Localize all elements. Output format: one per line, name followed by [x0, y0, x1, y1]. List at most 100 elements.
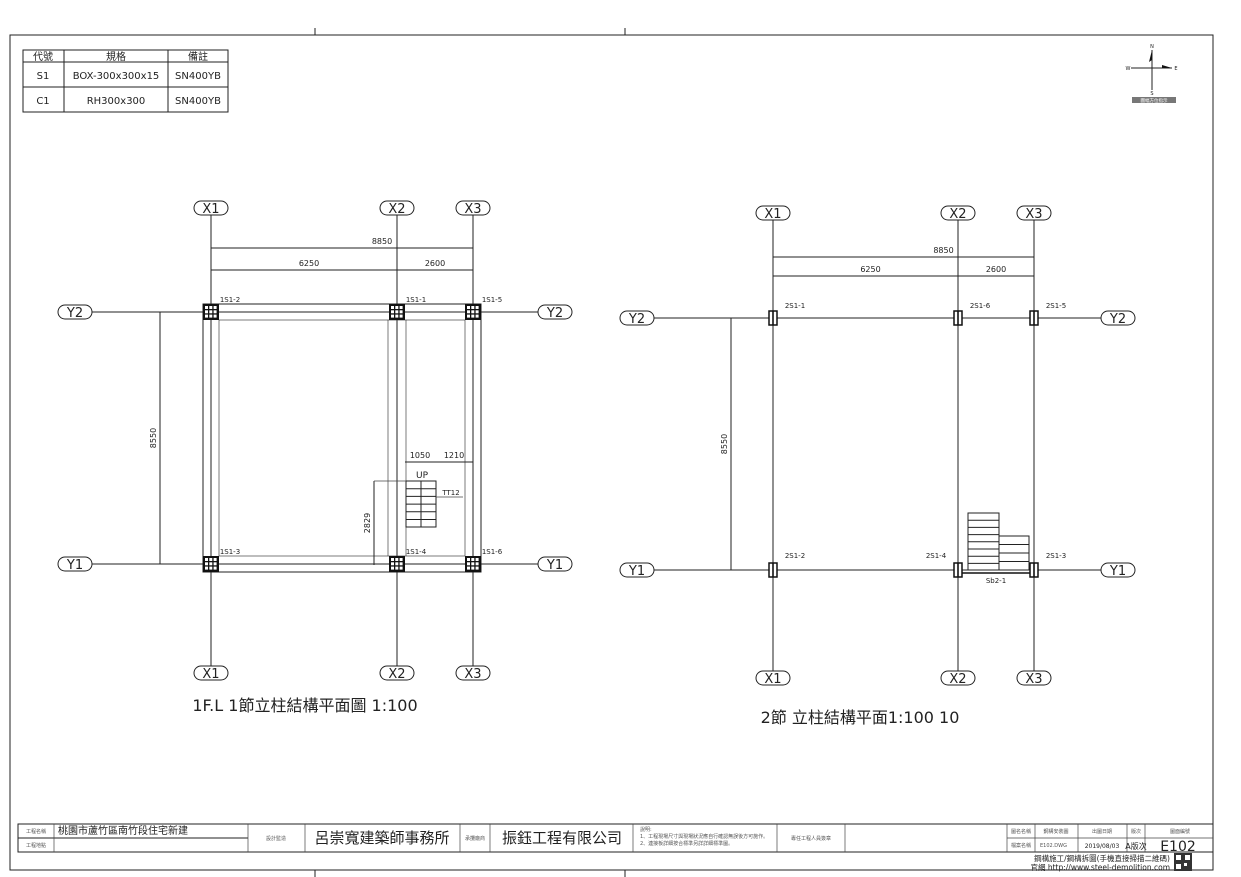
stair-tag: TT12 — [441, 489, 459, 497]
grid-bubble — [379, 665, 415, 681]
beam-tag: Sb2-1 — [986, 577, 1006, 585]
label-text: W — [1126, 66, 1131, 72]
dimension-text: 8850 — [372, 237, 392, 246]
grid-bubble — [1016, 670, 1052, 686]
grid-bubble — [57, 556, 93, 572]
label-text: 承攬廠商 — [465, 835, 485, 842]
grid-bubble — [755, 670, 791, 686]
grid-label: Y1 — [628, 564, 645, 579]
table-cell: RH300x300 — [87, 96, 146, 107]
label-text: 2、連接板詳細按合標準另詳詳細標準圖。 — [640, 840, 733, 847]
contractor-name: 振鈺工程有限公司 — [502, 829, 622, 847]
grid-bubble — [455, 200, 491, 216]
dimension-text: 6250 — [299, 259, 319, 268]
grid-bubble — [940, 670, 976, 686]
table-header: 規格 — [106, 50, 126, 63]
sheet-border — [9, 34, 1214, 871]
dimension-text: 8850 — [933, 246, 953, 255]
grid-label: Y2 — [66, 306, 83, 321]
dimension-text: 1210 — [444, 451, 464, 460]
grid-label: X2 — [949, 672, 966, 687]
dimension-text: 2600 — [425, 259, 445, 268]
dimension-text: 1050 — [410, 451, 430, 460]
grid-label: Y2 — [546, 306, 563, 321]
grid-label: X3 — [1025, 207, 1042, 222]
grid-bubble — [537, 556, 573, 572]
column-tag: 2S1-1 — [785, 302, 805, 310]
label-text: N — [1150, 44, 1154, 50]
grid-bubble — [379, 200, 415, 216]
column-h-icon — [1029, 310, 1039, 326]
grid-bubble — [619, 562, 655, 578]
stair: Sb2-1 — [962, 512, 1030, 585]
grid-label: X2 — [949, 207, 966, 222]
table-cell: C1 — [36, 96, 49, 107]
grid-bubble — [193, 665, 229, 681]
grid-label: X1 — [764, 672, 781, 687]
grid-label: X2 — [388, 667, 405, 682]
member-spec-table: 代號 規格 備註 S1 BOX-300x300x15 SN400YB C1 RH… — [22, 49, 229, 113]
table-cell: SN400YB — [175, 71, 221, 82]
column-h-icon — [953, 310, 963, 326]
column-box-icon — [203, 556, 219, 572]
table-header: 備註 — [188, 50, 208, 63]
column-tag: 1S1-2 — [220, 296, 240, 304]
label-text: 專任工程人員簽章 — [791, 835, 831, 842]
label-text: E — [1174, 66, 1177, 72]
column-tag: 1S1-3 — [220, 548, 240, 556]
plan1-title: 1F.L 1節立柱結構平面圖 1:100 — [192, 696, 417, 715]
qr-code-icon — [1174, 853, 1192, 871]
column-box-icon — [203, 304, 219, 320]
table-cell: S1 — [37, 71, 50, 82]
table-cell: BOX-300x300x15 — [73, 71, 160, 82]
label-text: 圖名名稱 — [1011, 828, 1031, 835]
label-text: 鋼構施工/鋼構拆圖(手機直接掃描二維碼) — [1034, 853, 1170, 863]
grid-bubble — [755, 205, 791, 221]
label-text: 工程名稱 — [26, 828, 46, 835]
table-header: 代號 — [33, 50, 53, 63]
stair-label: UP — [416, 471, 429, 481]
grid-bubble — [1100, 310, 1136, 326]
column-tag: 2S1-5 — [1046, 302, 1066, 310]
column-h-icon — [1029, 562, 1039, 578]
beam-outline — [202, 303, 482, 573]
grid-label: X2 — [388, 202, 405, 217]
grid-bubble — [57, 304, 93, 320]
grid-bubble — [537, 304, 573, 320]
dimension-text: 8550 — [720, 434, 729, 454]
table-cell: SN400YB — [175, 96, 221, 107]
column-tag: 2S1-3 — [1046, 552, 1066, 560]
column-h-icon — [953, 562, 963, 578]
column-h-icon — [768, 310, 778, 326]
project-name: 桃園市蘆竹區南竹段住宅新建 — [58, 824, 188, 837]
grid-label: X3 — [1025, 672, 1042, 687]
grid-label: X3 — [464, 202, 481, 217]
label-text: 圖面編號 — [1170, 828, 1190, 835]
grid-bubble — [1016, 205, 1052, 221]
grid-label: X1 — [764, 207, 781, 222]
beam-outline — [218, 319, 466, 557]
label-text: A版次 — [1125, 841, 1146, 851]
label-text: 設計監造 — [266, 835, 286, 842]
label-text: E102.DWG — [1040, 843, 1067, 849]
title-block: 工程名稱 桃園市蘆竹區南竹段住宅新建 工程地點 設計監造 呂崇寬建築師事務所 承… — [17, 823, 1214, 872]
plan2-title: 2節 立柱結構平面1:100 10 — [761, 708, 960, 727]
grid-label: X1 — [202, 202, 219, 217]
column-tag: 1S1-4 — [406, 548, 427, 556]
column-tag: 1S1-6 — [482, 548, 503, 556]
column-tag: 2S1-6 — [970, 302, 991, 310]
label-text: 2019/08/03 — [1085, 843, 1120, 850]
column-box-icon — [389, 304, 405, 320]
label-text: 版次 — [1131, 828, 1141, 835]
grid-label: Y2 — [1109, 312, 1126, 327]
grid-label: X1 — [202, 667, 219, 682]
dimension-text: 2829 — [363, 513, 372, 533]
label-text: 官網 http://www.steel-demolition.com — [1030, 862, 1170, 872]
grid-bubble — [455, 665, 491, 681]
column-box-icon — [465, 556, 481, 572]
grid-label: X3 — [464, 667, 481, 682]
column-tag: 2S1-2 — [785, 552, 805, 560]
